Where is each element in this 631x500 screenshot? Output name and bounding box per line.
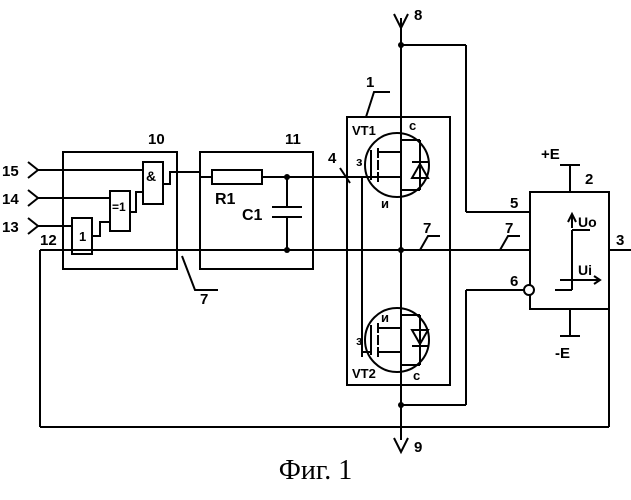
input-15-arrow [28, 162, 38, 178]
label-z-bot: з [356, 333, 363, 348]
label-gate-one: 1 [79, 229, 86, 244]
block-2-comparator [530, 192, 609, 309]
label-3: 3 [616, 232, 624, 249]
label-r1: R1 [215, 191, 236, 208]
label-ui: Ui [578, 262, 592, 278]
label-9: 9 [414, 439, 422, 456]
label-plus-e: +E [541, 146, 560, 163]
label-14: 14 [2, 191, 19, 208]
label-c1: C1 [242, 207, 263, 224]
label-i-bot: и [381, 310, 389, 325]
label-vt1: VT1 [352, 123, 376, 138]
figure-caption: Фиг. 1 [0, 455, 631, 487]
label-7c: 7 [505, 220, 513, 237]
label-10: 10 [148, 131, 165, 148]
label-c-top: с [409, 118, 416, 133]
label-11: 11 [285, 131, 301, 148]
label-z-top: з [356, 154, 363, 169]
label-uo: Uo [578, 214, 597, 230]
label-minus-e: -E [555, 345, 570, 362]
label-15: 15 [2, 163, 19, 180]
label-7a: 7 [200, 291, 208, 308]
pin-6-marker [524, 285, 534, 295]
resistor-r1 [212, 170, 262, 184]
label-gate-xor: =1 [112, 200, 126, 214]
label-5: 5 [510, 195, 518, 212]
label-7b: 7 [423, 220, 431, 237]
label-gate-and: & [146, 168, 156, 184]
label-13: 13 [2, 219, 19, 236]
label-i-top: и [381, 196, 389, 211]
label-12: 12 [40, 232, 57, 249]
label-vt2: VT2 [352, 366, 376, 381]
terminal-9-arrow [394, 438, 408, 452]
input-13-arrow [28, 218, 38, 234]
label-4: 4 [328, 150, 337, 167]
label-8: 8 [414, 7, 422, 24]
label-2: 2 [585, 171, 593, 188]
input-14-arrow [28, 190, 38, 206]
label-c-bot: с [413, 368, 420, 383]
label-6: 6 [510, 273, 518, 290]
label-1: 1 [366, 74, 374, 91]
